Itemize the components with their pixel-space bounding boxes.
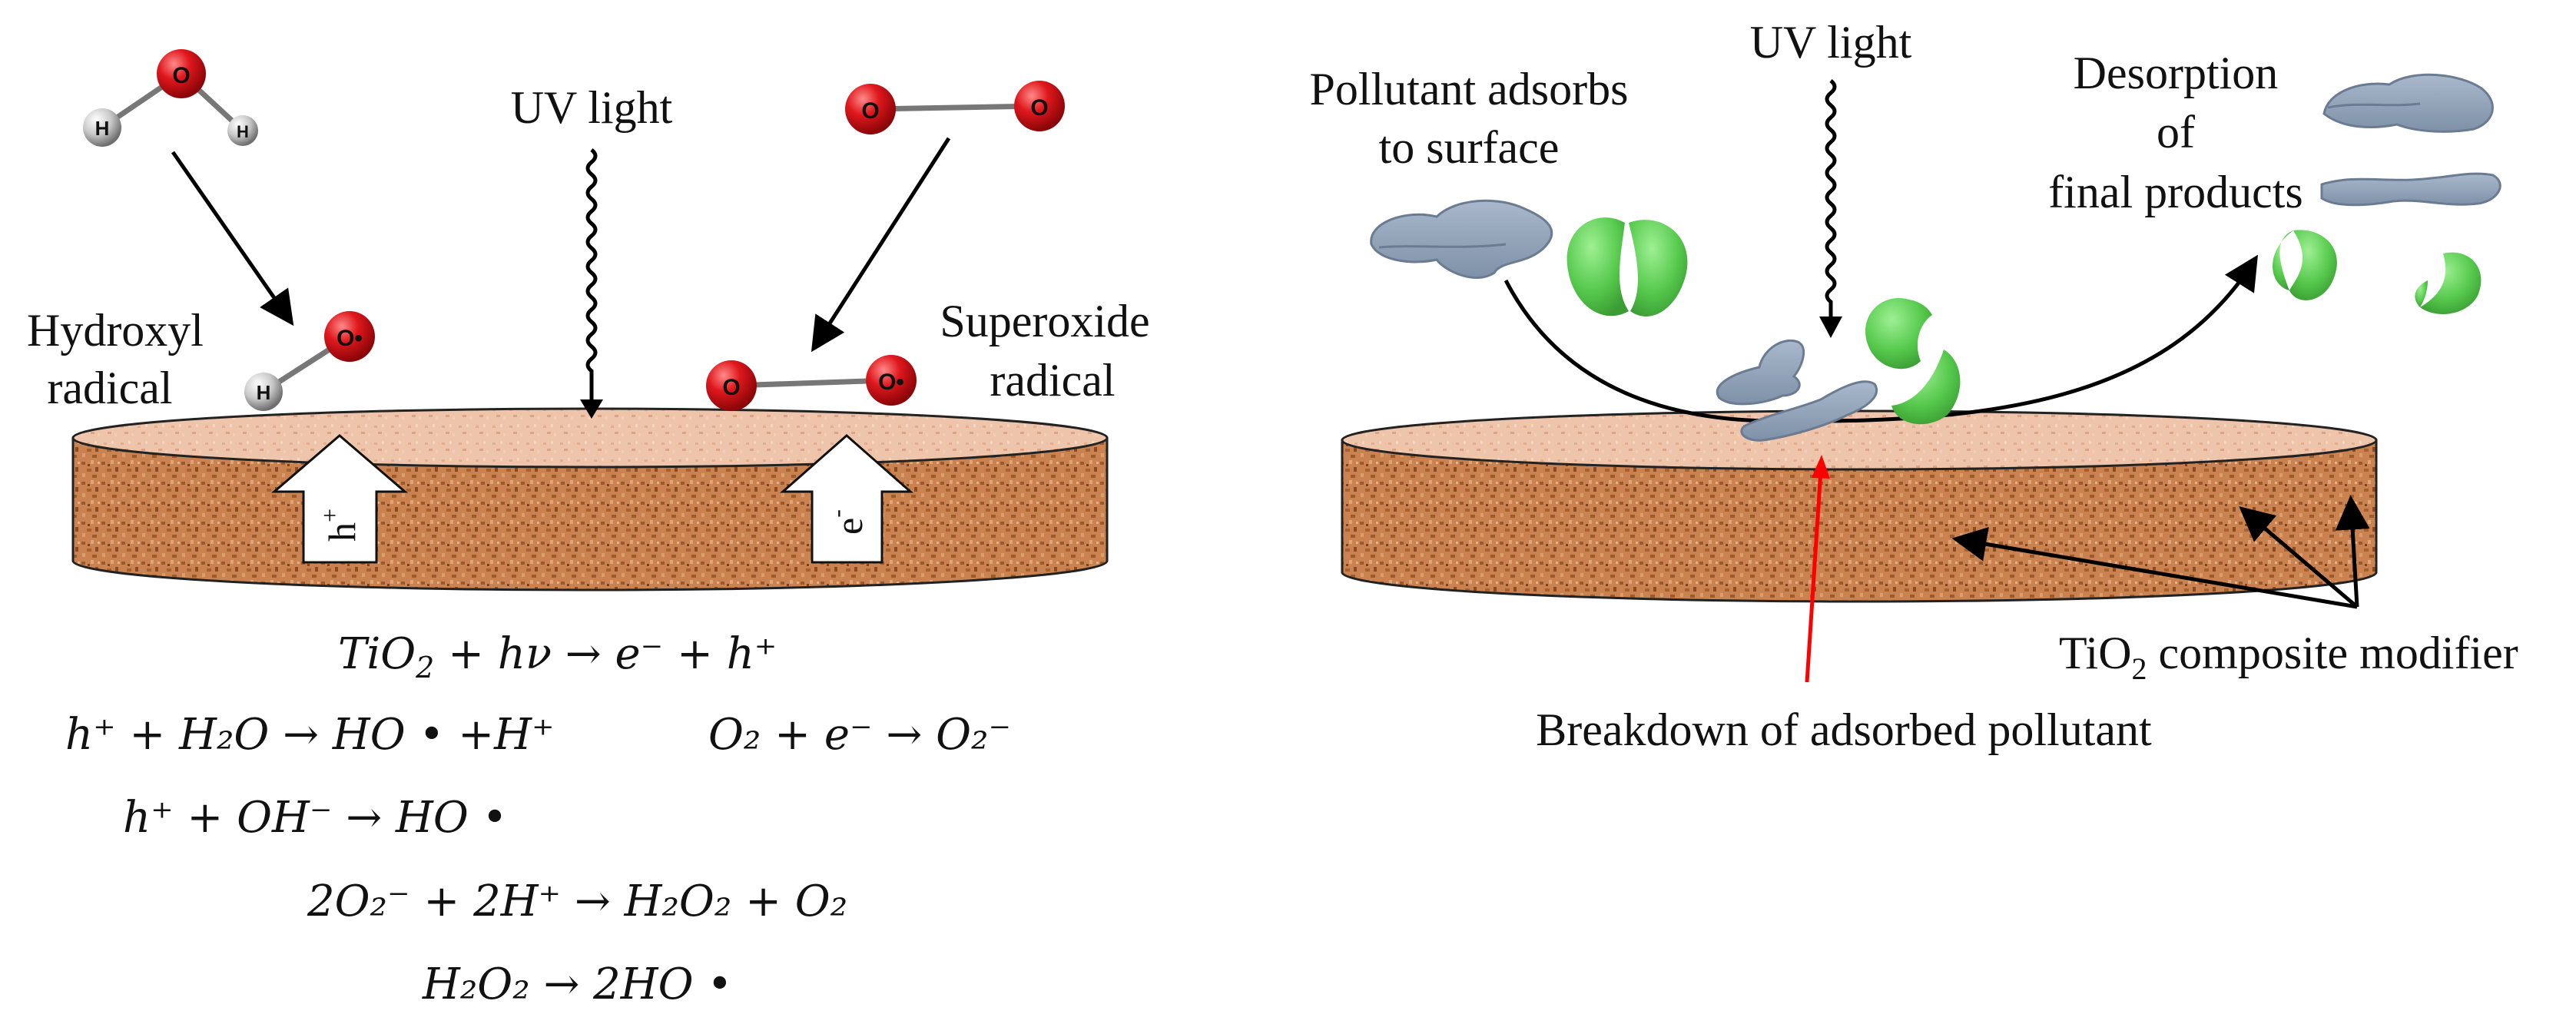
oxygen-atom (324, 311, 375, 362)
water-molecule: O H H (83, 49, 258, 147)
oxygen-atom (157, 49, 206, 98)
equation-6: H₂O₂ → 2HO • (422, 959, 732, 1009)
right-uv-arrow-head (1819, 316, 1842, 338)
green-molecule-initial (1566, 217, 1688, 316)
svg-text:O•: O• (878, 370, 904, 395)
right-uv-wavy-arrow (1825, 79, 1837, 321)
reaction-equations: TiO2 + hν → e⁻ + h⁺ h⁺ + H₂O → HO • +H⁺ … (65, 629, 1011, 1009)
left-uv-arrow-head (580, 399, 603, 419)
left-panel: h+ e- UV light O H H O• H (27, 49, 1150, 1009)
desorbed-pollutant-fragments (2320, 73, 2501, 207)
equation-1: TiO2 + hν → e⁻ + h⁺ (338, 629, 777, 684)
equation-5: 2O₂⁻ + 2H⁺ → H₂O₂ + O₂ (307, 877, 847, 926)
desorption-label-line2: of (2157, 107, 2195, 157)
oxygen-atom (706, 360, 757, 411)
left-uv-light-label: UV light (511, 82, 673, 133)
left-uv-wavy-arrow (585, 148, 598, 406)
superoxide-radical-label-line1: Superoxide (940, 296, 1149, 346)
right-panel: UV light (1310, 17, 2518, 755)
desorption-label-line1: Desorption (2074, 48, 2279, 98)
pollutant-molecule-adsorbed (1716, 340, 1878, 442)
desorbed-green-products (2273, 230, 2482, 314)
hydrogen-atom (83, 108, 121, 147)
svg-text:O: O (172, 63, 190, 88)
breakdown-red-arrow (1805, 469, 1823, 683)
pollutant-adsorbs-label-line1: Pollutant adsorbs (1310, 64, 1629, 114)
svg-text:O•: O• (337, 326, 363, 351)
oxygen-molecule: O O (845, 81, 1065, 134)
svg-text:H: H (95, 117, 110, 140)
hydrogen-atom (244, 373, 283, 411)
oxygen-atom (1014, 81, 1065, 131)
superoxide-radical-label-line2: radical (990, 355, 1115, 406)
svg-text:O: O (1030, 95, 1048, 121)
oxygen-atom (845, 84, 896, 134)
left-tio2-disc (71, 407, 1109, 592)
right-tio2-disc (1341, 409, 2378, 603)
oxygen-atom (866, 355, 917, 406)
hydroxyl-radical-label-line1: Hydroxyl (27, 305, 204, 356)
equation-4: h⁺ + OH⁻ → HO • (123, 793, 508, 843)
green-molecule-adsorbed (1865, 298, 1961, 425)
pollutant-molecule-initial (1370, 199, 1553, 279)
right-uv-light-label: UV light (1750, 17, 1912, 68)
svg-text:H: H (257, 381, 271, 404)
pollutant-adsorbs-label-line2: to surface (1379, 122, 1560, 173)
superoxide-radical-molecule: O O• (706, 355, 917, 411)
breakdown-label: Breakdown of adsorbed pollutant (1536, 704, 2152, 755)
breakdown-red-arrow-head (1812, 455, 1830, 479)
water-to-hydroxyl-arrow (171, 151, 294, 326)
hydroxyl-radical-molecule: O• H (244, 311, 375, 411)
equation-3: O₂ + e⁻ → O₂⁻ (708, 710, 1011, 760)
hydroxyl-radical-label-line2: radical (47, 363, 172, 413)
desorption-label-line3: final products (2048, 167, 2303, 217)
svg-text:O: O (722, 375, 740, 400)
oxygen-to-superoxide-arrow (811, 137, 951, 353)
electron-label: e- (823, 509, 870, 535)
composite-modifier-label: TiO2 composite modifier (2059, 628, 2518, 686)
composite-modifier-arrows (1951, 495, 2370, 609)
hole-arrow: h+ (270, 434, 409, 564)
equation-2: h⁺ + H₂O → HO • +H⁺ (65, 710, 555, 760)
hydrogen-atom (227, 115, 258, 146)
svg-text:O: O (861, 98, 879, 124)
hole-label: h+ (316, 509, 363, 542)
electron-arrow: e- (780, 434, 913, 564)
svg-text:H: H (237, 122, 249, 141)
